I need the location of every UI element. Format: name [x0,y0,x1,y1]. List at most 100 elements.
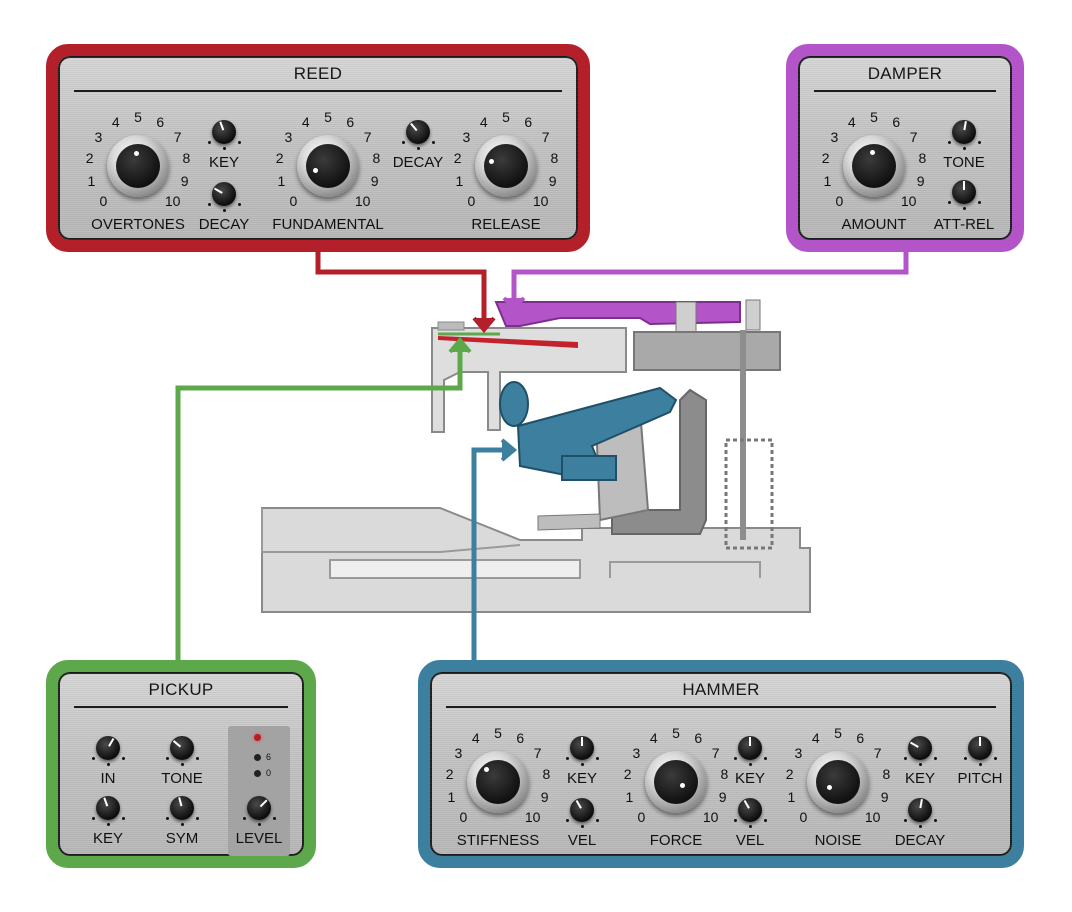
knob-tick-dot [195,756,199,760]
knob-tick-dot [431,140,435,144]
scale-number-10: 10 [532,192,549,209]
knob-tick-dot [165,756,169,760]
level-led-6 [254,754,261,761]
scale-number-2: 2 [85,150,94,167]
scale-number-5: 5 [502,109,510,125]
scale-number-2: 2 [445,766,454,783]
damper-amount-knob[interactable] [843,135,905,197]
scale-number-4: 4 [847,114,856,131]
hammer-key2-label: KEY [734,770,766,787]
reed-decay1-knob[interactable] [212,182,236,206]
scale-number-3: 3 [632,745,641,762]
pickup-level-label: LEVEL [235,830,283,847]
hammer-vel2-knob[interactable] [738,798,762,822]
hammer-key1-label: KEY [566,770,598,787]
reed-decay1-label: DECAY [198,216,250,233]
overtones-knob[interactable] [107,135,169,197]
scale-number-6: 6 [516,730,525,747]
scale-number-5: 5 [324,109,332,125]
pickup-level-knob[interactable] [247,796,271,820]
reed-key-knob[interactable] [212,120,236,144]
knob-tick-dot [977,200,981,204]
scale-number-3: 3 [462,129,471,146]
stiffness-knob[interactable] [467,751,529,813]
scale-number-4: 4 [811,730,820,747]
knob-tick-dot [222,208,226,212]
scale-number-1: 1 [277,173,286,190]
knob-tick-dot [91,756,95,760]
release-knob[interactable] [475,135,537,197]
scale-number-6: 6 [524,114,533,131]
knob-tick-dot [565,756,569,760]
knob-tick-dot [595,756,599,760]
knob-tick-dot [763,818,767,822]
knob-tick-dot [918,824,922,828]
force-knob[interactable] [645,751,707,813]
knob-tick-dot [763,756,767,760]
scale-number-0: 0 [459,808,468,825]
knob-tick-dot [580,762,584,766]
pickup-sym-knob[interactable] [170,796,194,820]
scale-number-3: 3 [284,129,293,146]
hammer-decay-knob[interactable] [908,798,932,822]
knob-tick-dot [207,140,211,144]
knob-tick-dot [180,762,184,766]
scale-number-8: 8 [720,766,729,783]
pickup-connector [175,346,463,664]
hammer-key3-knob[interactable] [908,736,932,760]
knob-tick-dot [748,762,752,766]
pickup-tone-knob[interactable] [170,736,194,760]
knob-tick-dot [180,822,184,826]
hammer-vel1-knob[interactable] [570,798,594,822]
hammer-pitch-knob[interactable] [968,736,992,760]
pickup-title: PICKUP [148,680,214,699]
knob-tick-dot [195,816,199,820]
scale-number-6: 6 [346,114,355,131]
scale-number-9: 9 [370,173,379,190]
scale-number-5: 5 [834,725,842,741]
damper-title: DAMPER [867,64,943,83]
fundamental-knob[interactable] [297,135,359,197]
noise-knob[interactable] [807,751,869,813]
pickup-in-knob[interactable] [96,736,120,760]
scale-number-5: 5 [672,725,680,741]
hammer-title: HAMMER [682,680,760,699]
knob-tick-dot [237,140,241,144]
damper-tone-knob[interactable] [952,120,976,144]
hammer-key2-knob[interactable] [738,736,762,760]
scale-number-4: 4 [301,114,310,131]
damper-attrel-label: ATT-REL [933,216,995,233]
noise-label: NOISE [814,832,862,849]
hammer-key1-knob[interactable] [570,736,594,760]
knob-tick-dot [947,140,951,144]
reed-decay2-knob[interactable] [406,120,430,144]
hammer-assembly [499,381,678,481]
reed-title: REED [293,64,343,83]
scale-number-9: 9 [718,789,727,806]
scale-number-4: 4 [649,730,658,747]
damper-tone-label: TONE [943,154,985,171]
knob-tick-dot [121,816,125,820]
knob-tick-dot [918,762,922,766]
scale-number-0: 0 [467,192,476,209]
scale-number-3: 3 [830,129,839,146]
scale-number-8: 8 [918,150,927,167]
scale-number-10: 10 [702,808,719,825]
knob-tick-dot [121,756,125,760]
hammer-panel: HAMMER STIFFNESS KEY VEL FORCE KEY VEL N… [418,660,1024,868]
pickup-key-knob[interactable] [96,796,120,820]
scale-number-3: 3 [94,129,103,146]
knob-tick-dot [580,824,584,828]
pickup-in-label: IN [100,770,116,787]
force-label: FORCE [649,832,703,849]
key-body [261,507,811,613]
damper-attrel-knob[interactable] [952,180,976,204]
scale-number-8: 8 [182,150,191,167]
scale-number-6: 6 [694,730,703,747]
damper-amount-label: AMOUNT [841,216,907,233]
knob-tick-dot [222,146,226,150]
scale-number-3: 3 [454,745,463,762]
scale-number-6: 6 [156,114,165,131]
knob-tick-dot [993,756,997,760]
